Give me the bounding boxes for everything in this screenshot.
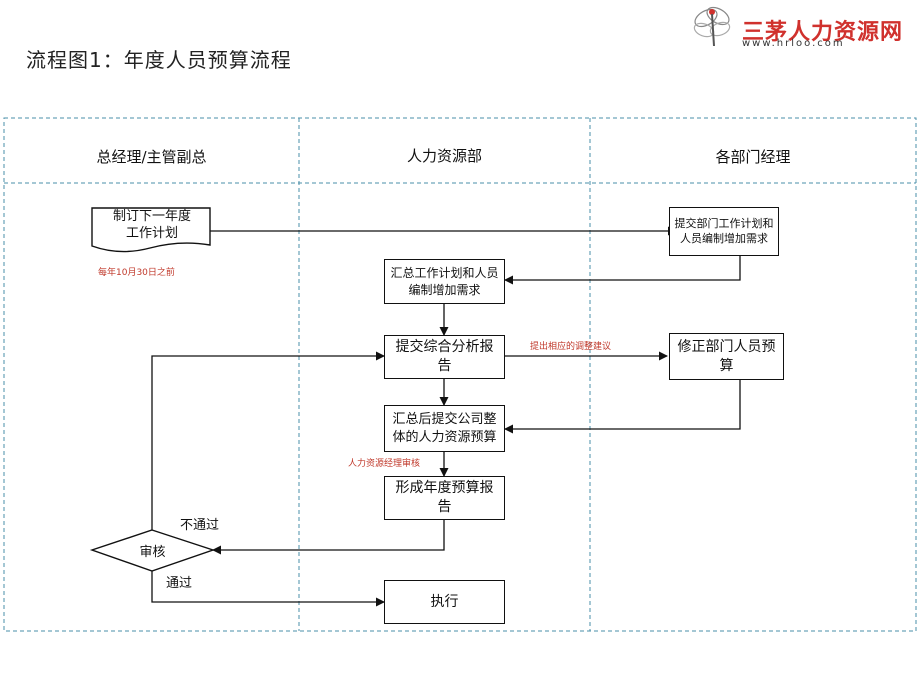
lane-title-hr: 人力资源部 (406, 147, 482, 165)
brand-name-text: 三茅人力资源网 (742, 20, 904, 45)
note-hr-manager-review: 人力资源经理审核 (348, 459, 421, 469)
node-annual-report-label: 形成年度预算报告 (395, 480, 494, 515)
node-execute[interactable]: 执行 (384, 580, 505, 624)
node-execute-label: 执行 (430, 593, 459, 610)
node-annual-report[interactable]: 形成年度预算报告 (384, 476, 505, 520)
node-review-label: 审核 (139, 545, 166, 560)
node-analysis-report-label: 提交综合分析报告 (395, 339, 494, 374)
page-title: 流程图1：年度人员预算流程 (26, 48, 292, 72)
note-adjust-suggestion: 提出相应的调整建议 (530, 342, 612, 352)
brand-name: 三茅人力资源网 (742, 14, 903, 46)
review-diamond-shape (89, 529, 216, 572)
node-summarize-plan[interactable]: 汇总工作计划和人员编制增加需求 (384, 259, 505, 304)
lane-title-dept: 各部门经理 (715, 148, 791, 166)
node-revise-budget-label: 修正部门人员预算 (677, 338, 776, 374)
lane-title-gm: 总经理/主管副总 (96, 148, 207, 166)
arrow-review-approve (151, 571, 385, 607)
arrow-revise-to-company (504, 380, 741, 434)
node-revise-budget[interactable]: 修正部门人员预算 (669, 333, 784, 380)
node-dept-submit-label: 提交部门工作计划和人员编制增加需求 (674, 216, 774, 245)
node-summarize-plan-label: 汇总工作计划和人员编制增加需求 (390, 266, 499, 297)
swimlane-frame (3, 117, 917, 632)
edge-label-approved: 通过 (166, 576, 193, 591)
arrow-review-reject (151, 351, 385, 530)
node-company-budget[interactable]: 汇总后提交公司整体的人力资源预算 (384, 405, 505, 452)
node-dept-submit[interactable]: 提交部门工作计划和人员编制增加需求 (669, 207, 779, 256)
node-annual-plan-label: 制订下一年度工作计划 (112, 209, 191, 241)
brand-logo (688, 4, 740, 50)
note-deadline: 每年10月30日之前 (98, 268, 175, 278)
brand-url: www.hrloo.com (742, 38, 845, 49)
node-review[interactable]: 审核 (92, 530, 213, 571)
arrow-dept-to-summary (504, 256, 741, 285)
dragonfly-icon (693, 6, 731, 47)
node-analysis-report[interactable]: 提交综合分析报告 (384, 335, 505, 379)
annual-plan-document-shape (91, 207, 211, 253)
arrow-report-to-review (212, 520, 445, 555)
node-company-budget-label: 汇总后提交公司整体的人力资源预算 (392, 411, 497, 445)
edge-label-rejected: 不通过 (180, 518, 220, 533)
node-annual-plan[interactable]: 制订下一年度工作计划 (96, 208, 208, 244)
